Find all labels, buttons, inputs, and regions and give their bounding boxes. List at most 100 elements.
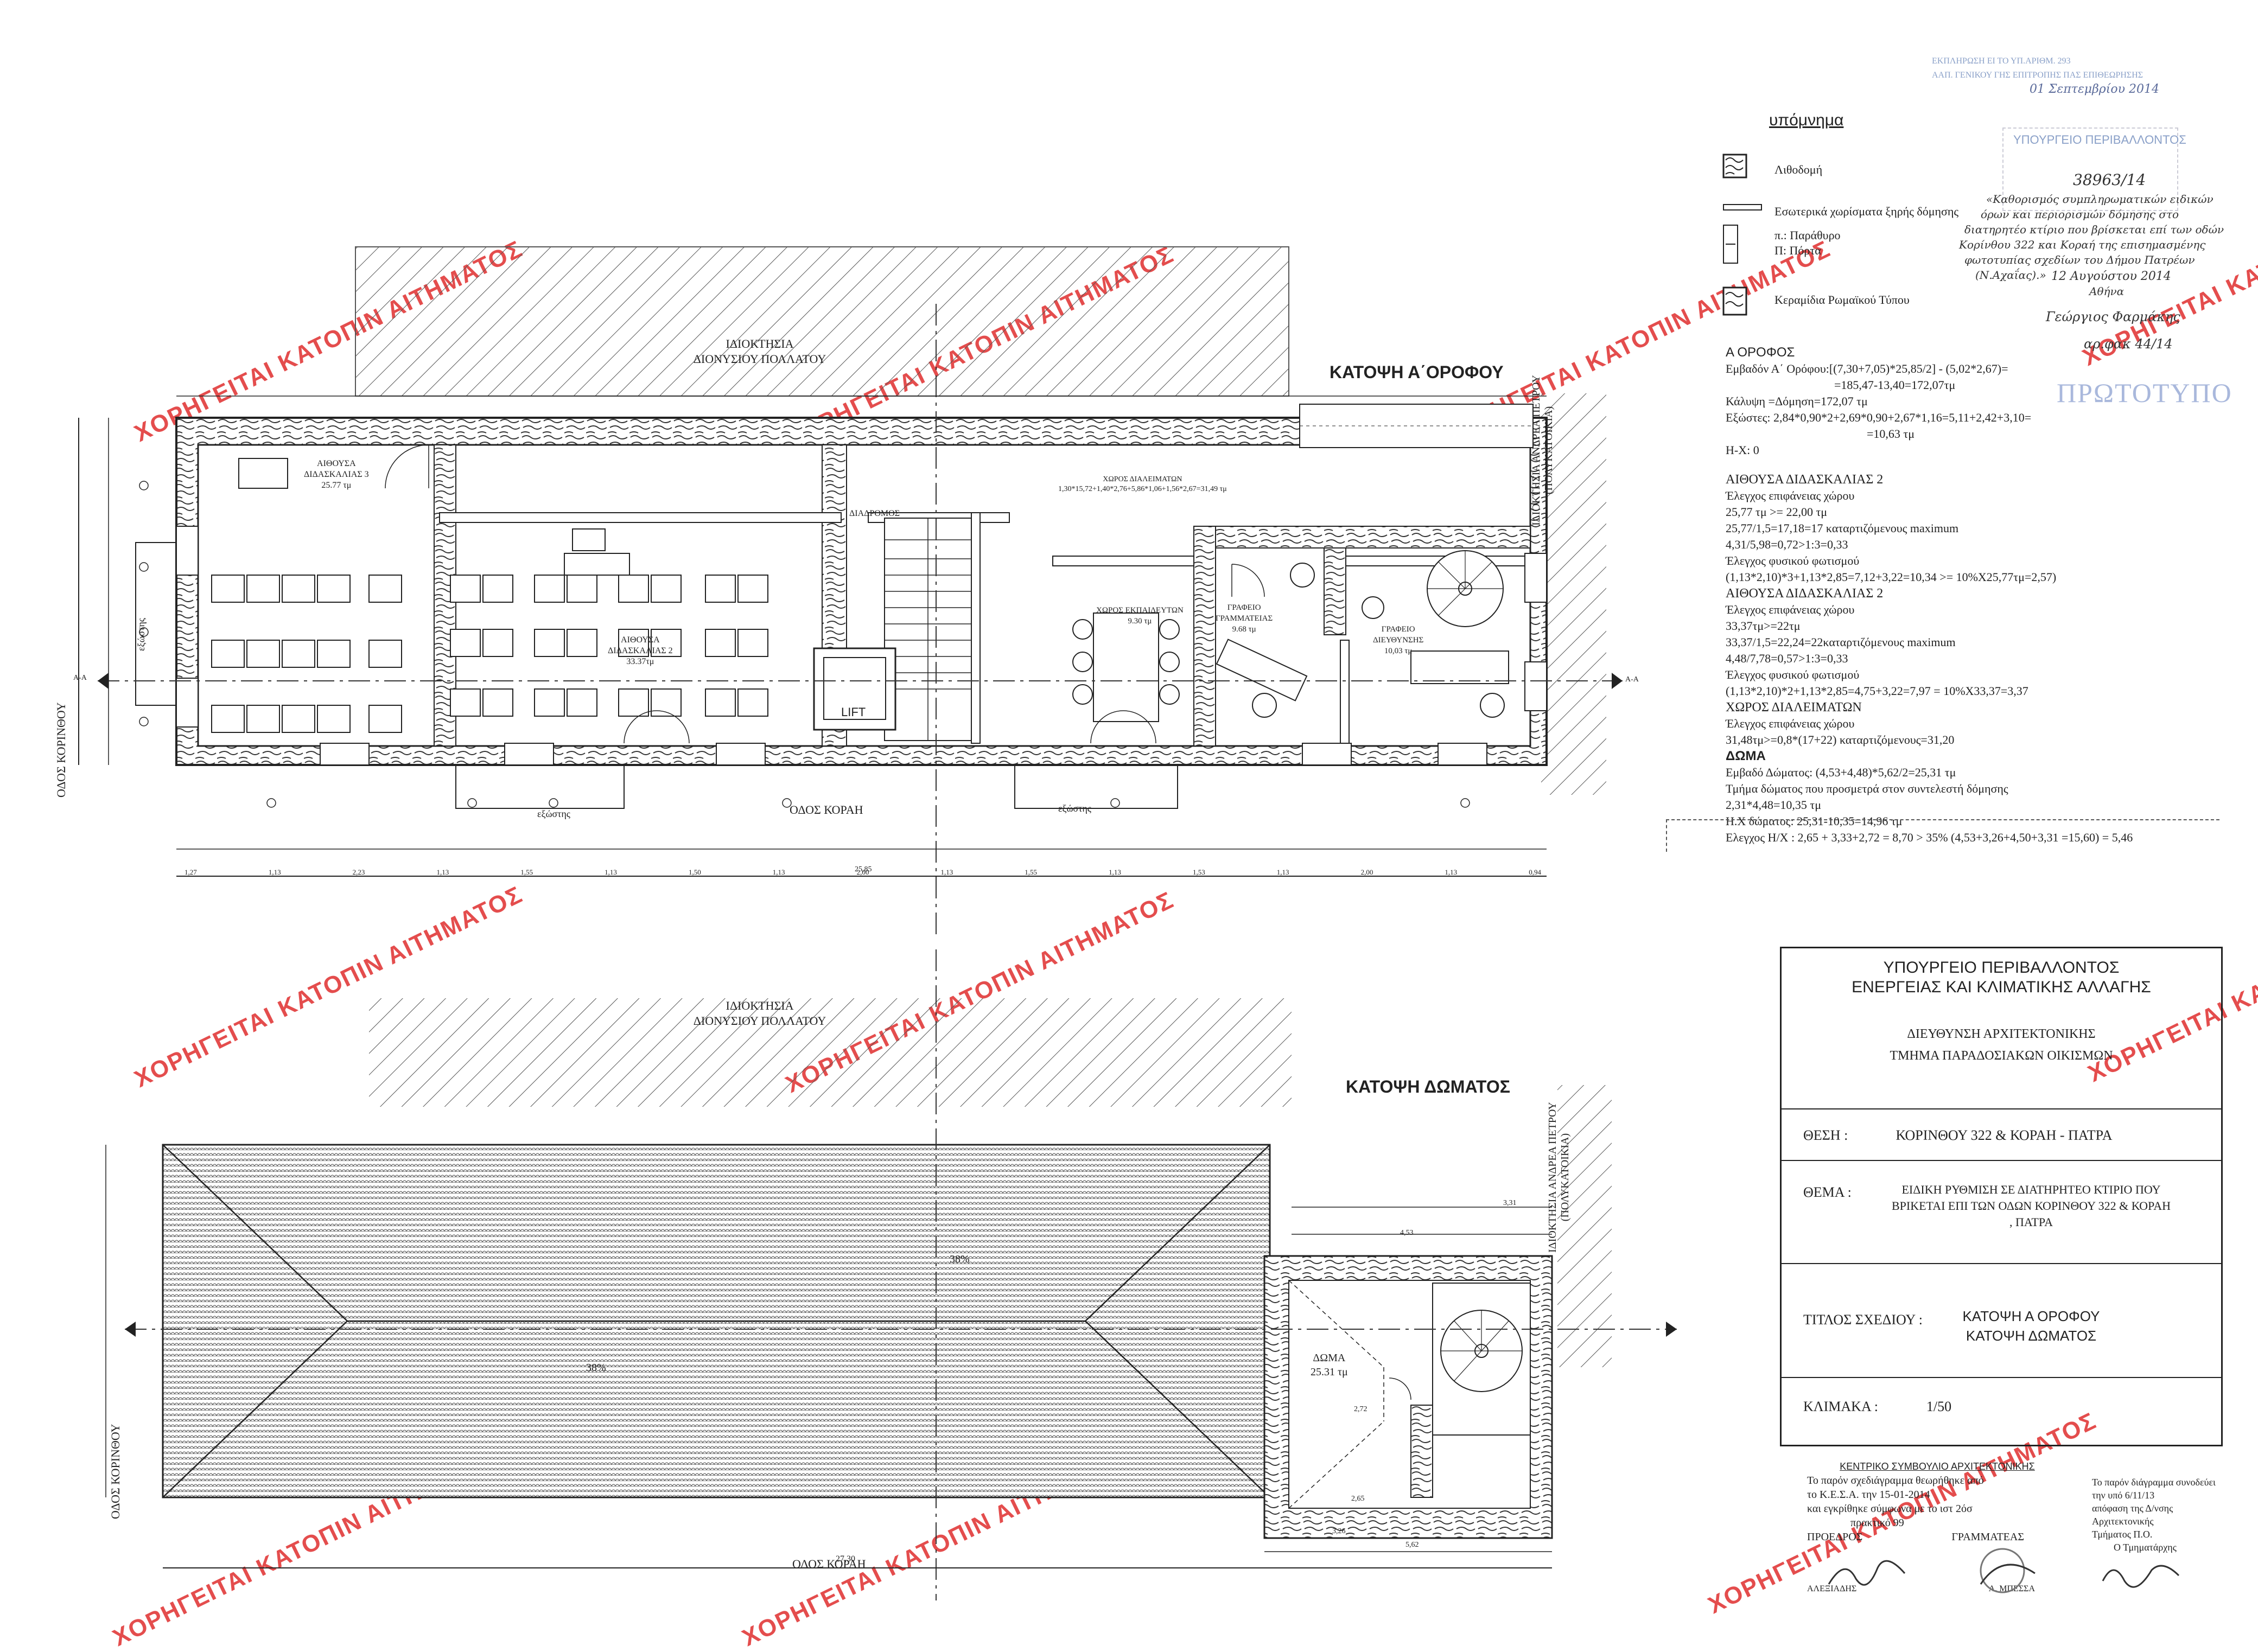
approval-line-6: φωτοτυπίας σχεδίων του Δήμου Πατρέων bbox=[1964, 253, 2195, 266]
room-director-name: ΓΡΑΦΕΙΟ ΔΙΕΥΘΥΝΣΗΣ bbox=[1373, 625, 1424, 645]
dim: 1,13 bbox=[605, 868, 617, 876]
balcony bbox=[455, 764, 625, 809]
approval-stamp: ΥΠΟΥΡΓΕΙΟ ΠΕΡΙΒΑΛΛΟΝΤΟΣ 38963/14 «Καθορι… bbox=[1954, 127, 2236, 420]
dim: 1,13 bbox=[1276, 868, 1289, 876]
plan1-title: ΚΑΤΟΨΗ Α΄ΟΡΟΦΟΥ bbox=[1330, 362, 1504, 382]
first-floor-plan bbox=[78, 246, 1623, 939]
drawing-title-value: ΚΑΤΟΨΗ Α ΟΡΟΦΟΥ ΚΑΤΟΨΗ ΔΩΜΑΤΟΣ bbox=[1962, 1308, 2100, 1344]
calc-line: 4,48/7,78=0,57>1:3=0,33 bbox=[1726, 652, 1848, 665]
balcony bbox=[135, 542, 177, 706]
room-teachers: ΧΩΡΟΣ ΕΚΠΑΙΔΕΥΤΩΝ 9.30 τμ bbox=[1096, 605, 1184, 627]
scale-label: ΚΛΙΜΑΚΑ : bbox=[1803, 1399, 1879, 1414]
calc-line: Έλεγχος επιφάνειας χώρου bbox=[1726, 717, 1855, 730]
council-line: ΠΡΟΕΔΡΟΣ bbox=[1807, 1531, 1863, 1543]
calc-line: 31,48τμ>=0,8*(17+22) καταρτιζόμενους=31,… bbox=[1726, 733, 1955, 747]
directorate-line: Τμήματος Π.Ο. bbox=[2092, 1529, 2153, 1540]
location-value: ΚΟΡΙΝΘΟΥ 322 & ΚΟΡΑΗ - ΠΑΤΡΑ bbox=[1896, 1127, 2113, 1143]
room-break-area-name: ΧΩΡΟΣ ΔΙΑΛΕΙΜΑΤΩΝ bbox=[1103, 475, 1182, 483]
dim: 5,62 bbox=[1405, 1541, 1419, 1549]
area-calculations: Α ΟΡΟΦΟΣ Εμβαδόν Α΄ Ορόφου:[(7,30+7,05)*… bbox=[1726, 345, 2247, 846]
plan2-neighbor-top: ΙΔΙΟΚΤΗΣΙΑ ΔΙΟΝΥΣΙΟΥ ΠΟΛΛΑΤΟΥ bbox=[693, 999, 826, 1028]
neighbor-right-hatch bbox=[1557, 1085, 1612, 1367]
calc-line: (1,13*2,10)*2+1,13*2,85=4,75+3,22=7,97 =… bbox=[1726, 684, 2028, 698]
directorate-line: Το παρόν διάγραμμα συνοδεύει bbox=[2092, 1477, 2216, 1488]
dim: 2,00 bbox=[856, 868, 869, 876]
calc-line: Έλεγχος φυσικού φωτισμού bbox=[1726, 554, 1860, 567]
calc-line: 4,31/5,98=0,72>1:3=0,33 bbox=[1726, 538, 1848, 551]
location-label: ΘΕΣΗ : bbox=[1803, 1127, 1848, 1143]
legend-swatches bbox=[1722, 154, 1762, 316]
dim: 4,53 bbox=[1400, 1229, 1414, 1237]
title-block: ΥΠΟΥΡΓΕΙΟ ΠΕΡΙΒΑΛΛΟΝΤΟΣ ΕΝΕΡΓΕΙΑΣ ΚΑΙ ΚΛ… bbox=[1780, 947, 2223, 1446]
council-line: το Κ.Ε.Σ.Α. την 15-01-2014 bbox=[1807, 1489, 1930, 1501]
calc-line: Έλεγχος φυσικού φωτισμού bbox=[1726, 668, 1860, 681]
room-secretariat: ΓΡΑΦΕΙΟ ΓΡΑΜΜΑΤΕΙΑΣ 9.68 τμ bbox=[1216, 602, 1273, 635]
balcony-label: εξώστης bbox=[1058, 803, 1091, 814]
calc-line: 25,77/1,5=17,18=17 καταρτιζόμενους maxim… bbox=[1726, 521, 1959, 535]
dim: 1,13 bbox=[1109, 868, 1121, 876]
neighbor-right-hatch bbox=[1541, 393, 1606, 795]
dim: 3,31 bbox=[1503, 1199, 1517, 1207]
lift-label: LIFT bbox=[841, 705, 866, 719]
approval-line-2: «Καθορισμός συμπληρωματικών ειδικών bbox=[1986, 193, 2214, 206]
calc-line: ΧΩΡΟΣ ΔΙΑΛΕΙΜΑΤΩΝ bbox=[1726, 700, 1862, 715]
dim: 1,50 bbox=[688, 868, 701, 876]
council-line: ΑΛΕΞΙΑΔΗΣ bbox=[1807, 1584, 1857, 1593]
plan1-street-bottom: ΟΔΟΣ ΚΟΡΑΗ bbox=[790, 803, 863, 817]
dim: 1,13 bbox=[772, 868, 785, 876]
calc-line: Ελεγχος Η/Χ : 2,65 + 3,33+2,72 = 8,70 > … bbox=[1726, 831, 2133, 844]
approval-line-1: 38963/14 bbox=[2073, 171, 2146, 189]
plan1-neighbor-top: ΙΔΙΟΚΤΗΣΙΑ ΔΙΟΝΥΣΙΟΥ ΠΟΛΛΑΤΟΥ bbox=[693, 337, 826, 366]
dim: 3,26 bbox=[1332, 1527, 1346, 1535]
legend-item-tiles: Κεραμίδια Ρωμαϊκού Τύπου bbox=[1774, 293, 1910, 307]
room-director-area: 10,03 τμ bbox=[1384, 647, 1413, 655]
dim: 2,65 bbox=[1351, 1495, 1365, 1503]
dim: 1,55 bbox=[1025, 868, 1038, 876]
calc-heading: Α ΟΡΟΦΟΣ bbox=[1726, 345, 1795, 360]
approval-line-8: 12 Αυγούστου 2014 bbox=[2051, 270, 2171, 283]
council-line: και εγκρίθηκε σύμφωνα με το ιστ 2όσ bbox=[1807, 1503, 1973, 1515]
signature bbox=[1828, 1560, 1906, 1586]
dim: 2,72 bbox=[1354, 1405, 1367, 1413]
room-break-area-area: 1,30*15,72+1,40*2,76+5,86*1,06+1,56*2,67… bbox=[1058, 485, 1227, 493]
stamp-top-line2: ΑΑΠ. ΓΕΝΙΚΟΥ ΓΗΣ ΕΠΙΤΡΟΠΗΣ ΠΑΣ ΕΠΙΘΕΩΡΗΣ… bbox=[1932, 71, 2143, 80]
title-department: ΤΜΗΜΑ ΠΑΡΑΔΟΣΙΑΚΩΝ ΟΙΚΙΣΜΩΝ bbox=[1890, 1049, 2113, 1063]
calc-line: Η-Χ: 0 bbox=[1726, 443, 1759, 457]
subject-value: ΕΙΔΙΚΗ ΡΥΘΜΙΣΗ ΣΕ ΔΙΑΤΗΡΗΤΕΟ ΚΤΙΡΙΟ ΠΟΥ … bbox=[1891, 1183, 2171, 1229]
roof-terrace-label: ΔΩΜΑ 25.31 τμ bbox=[1311, 1351, 1348, 1379]
balcony bbox=[1014, 764, 1178, 809]
balcony-label: εξώστης bbox=[537, 808, 570, 819]
council-line: ΓΡΑΜΜΑΤΕΑΣ bbox=[1951, 1531, 2024, 1543]
dim: 1,13 bbox=[1445, 868, 1458, 876]
room-classroom-2: ΑΙΘΟΥΣΑ ΔΙΔΑΣΚΑΛΙΑΣ 2 33.37τμ bbox=[608, 635, 673, 667]
room-classroom-3-area: 25.77 τμ bbox=[321, 481, 352, 490]
neighbor-top-hatch bbox=[369, 998, 1292, 1107]
approval-line-10: Γεώργιος Φαρμάκης bbox=[2046, 309, 2180, 324]
plan2-neighbor-right: ΙΔΙΟΚΤΗΣΙΑ ΑΝΔΡΕΑ ΠΕΤΡΟΥ (ΠΟΛΥΚΑΤΟΙΚΙΑ) bbox=[1547, 1102, 1571, 1253]
room-teachers-area: 9.30 τμ bbox=[1128, 617, 1152, 626]
plan2-title: ΚΑΤΟΨΗ ΔΩΜΑΤΟΣ bbox=[1346, 1077, 1510, 1096]
calc-line: =185,47-13,40=172,07τμ bbox=[1834, 378, 1956, 392]
calc-line: ΔΩΜΑ bbox=[1726, 749, 1766, 763]
dim: 1,27 bbox=[185, 868, 197, 876]
approval-line-0: ΥΠΟΥΡΓΕΙΟ ΠΕΡΙΒΑΛΛΟΝΤΟΣ bbox=[2013, 133, 2186, 146]
legend-title: υπόμνημα bbox=[1769, 111, 1844, 129]
calc-line: 33,37/1,5=22,24=22καταρτιζόμενους maximu… bbox=[1726, 635, 1956, 649]
calc-line: Η.Χ δώματος: 25,31-10,35=14,96 τμ bbox=[1726, 814, 1903, 828]
calc-line: Έλεγχος επιφάνειας χώρου bbox=[1726, 489, 1855, 502]
calc-line: Εμβαδό Δώματος: (4,53+4,48)*5,62/2=25,31… bbox=[1726, 766, 1956, 779]
neighbor-top-hatch bbox=[355, 247, 1289, 396]
signature bbox=[2102, 1565, 2180, 1588]
room-secretariat-area: 9.68 τμ bbox=[1232, 625, 1256, 634]
approval-line-7: (Ν.Αχαΐας).» bbox=[1975, 269, 2046, 282]
drawing-title-label: ΤΙΤΛΟΣ ΣΧΕΔΙΟΥ : bbox=[1803, 1312, 1923, 1328]
dim: 0,94 bbox=[1529, 868, 1541, 876]
calc-line: Τμήμα δώματος που προσμετρά στον συντελε… bbox=[1726, 782, 2008, 795]
plan2-street-left: ΟΔΟΣ ΚΟΡΙΝΘΟΥ bbox=[109, 1424, 122, 1519]
room-director: ΓΡΑΦΕΙΟ ΔΙΕΥΘΥΝΣΗΣ 10,03 τμ bbox=[1373, 624, 1423, 656]
dim: 1,53 bbox=[1192, 868, 1205, 876]
council-line: πρακτικό 99 bbox=[1850, 1517, 1904, 1529]
roof-terrace-area: 25.31 τμ bbox=[1311, 1366, 1348, 1378]
dim-total: 25,85 bbox=[855, 865, 872, 873]
roof-plan bbox=[105, 949, 1677, 1600]
